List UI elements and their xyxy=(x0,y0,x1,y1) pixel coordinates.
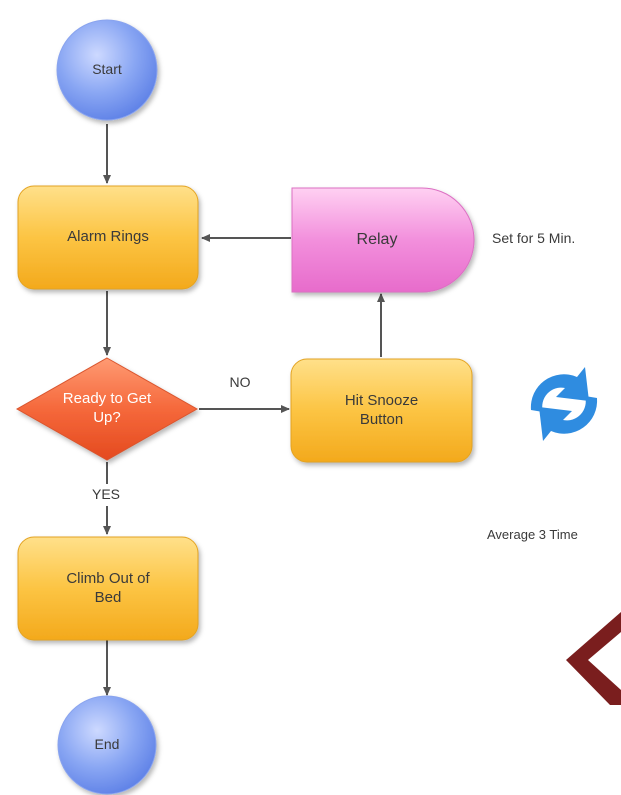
hit-snooze-node-label: Hit Snooze Button xyxy=(344,391,419,428)
start-node-shape xyxy=(56,19,158,121)
decision-node-shape xyxy=(15,357,199,461)
relay-node-label: Relay xyxy=(356,231,398,248)
chevron-shape-icon xyxy=(566,612,621,705)
hit-snooze-node-shape xyxy=(290,358,473,463)
climb-out-node-shape xyxy=(17,536,199,641)
edge-label-no: NO xyxy=(229,374,251,391)
climb-out-node-label: Climb Out of Bed xyxy=(66,569,150,606)
alarm-rings-node-shape xyxy=(17,185,199,290)
alarm-rings-node-label: Alarm Rings xyxy=(67,228,149,246)
refresh-arrows-icon xyxy=(530,367,598,441)
snooze-annotation: Average 3 Time xyxy=(487,526,578,542)
end-node-shape xyxy=(57,695,157,795)
relay-node-shape xyxy=(291,187,475,293)
relay-annotation: Set for 5 Min. xyxy=(492,230,576,247)
edge-label-yes: YES xyxy=(78,484,134,506)
end-node-label: End xyxy=(94,736,120,753)
start-node-label: Start xyxy=(92,61,122,78)
decision-node-label: Ready to Get Up? xyxy=(62,390,152,426)
